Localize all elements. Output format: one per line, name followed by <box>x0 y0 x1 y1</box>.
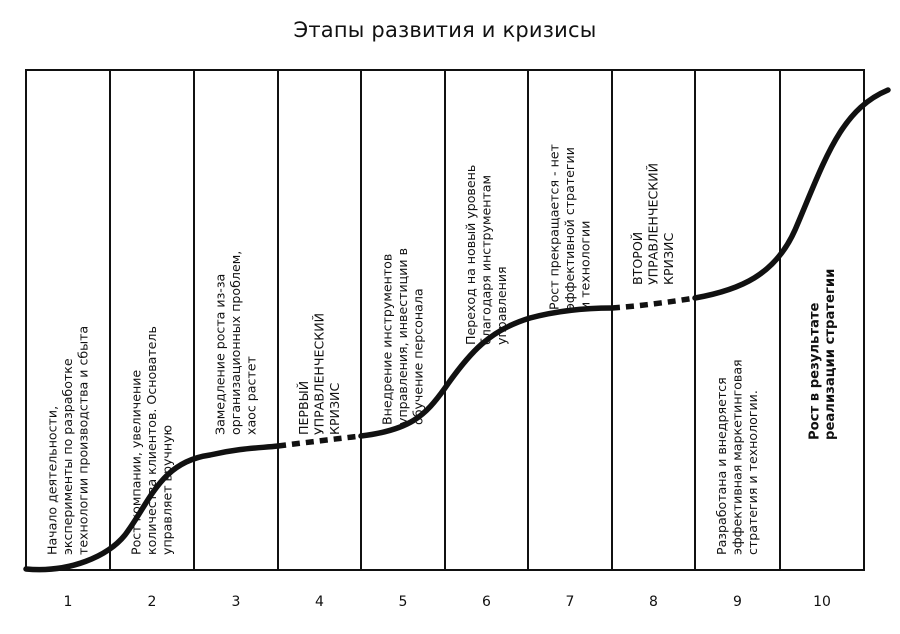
stage-5-line-1: Внедрение инструментов <box>380 254 395 425</box>
growth-curve-segment-1 <box>23 443 281 573</box>
stage-3-line-1: Замедление роста из-за <box>213 274 228 435</box>
stage-10-line-1: Рост в результате <box>807 302 822 440</box>
stage-5-line-2: управления, инвестиции в <box>395 248 410 425</box>
stage-number-8: 8 <box>649 594 658 610</box>
stage-8-line-1: ВТОРОЙ <box>630 232 645 285</box>
stage-9-line-1: Разработана и внедряется <box>714 377 729 555</box>
stage-column-10 <box>779 69 865 571</box>
stage-3-line-3: хаос растет <box>244 356 259 435</box>
stage-numbers: 1 2 3 4 5 6 7 8 9 10 <box>64 594 831 610</box>
stage-6-line-1: Переход на новый уровень <box>463 165 478 345</box>
growth-curve-segment-5 <box>692 87 891 301</box>
growth-curve-segment-3 <box>358 305 615 439</box>
stage-6-line-2: благодаря инструментам <box>479 175 494 345</box>
stage-number-10: 10 <box>813 594 831 610</box>
stage-4-line-2: УПРАВЛЕНЧЕСКИЙ <box>312 313 327 435</box>
growth-curve <box>23 87 891 573</box>
stage-number-6: 6 <box>482 594 491 610</box>
growth-curve-segment-4-crisis <box>611 295 696 311</box>
stage-1-line-1: Начало деятельности, <box>45 406 60 555</box>
stage-labels: Начало деятельности,эксперименты по разр… <box>45 144 838 555</box>
stage-5-line-3: обучение персонала <box>411 288 426 425</box>
stage-4-line-3: КРИЗИС <box>327 383 342 435</box>
stage-1-line-3: технологии производства и сбыта <box>76 326 91 555</box>
diagram-title: Этапы развития и кризисы <box>293 18 597 42</box>
stage-number-4: 4 <box>315 594 324 610</box>
stage-2-line-3: управляет вручную <box>160 425 175 555</box>
stage-number-7: 7 <box>566 594 575 610</box>
stage-2-line-2: количества клиентов. Основатель <box>144 326 159 555</box>
stage-4-line-1: ПЕРВЫЙ <box>296 381 311 435</box>
stage-1-line-2: эксперименты по разработке <box>60 358 75 555</box>
stage-9-line-3: стратегия и технологии. <box>745 390 760 555</box>
stage-3-line-2: организационных проблем, <box>228 251 243 435</box>
growth-curve-segment-2-crisis <box>277 433 362 449</box>
stage-7-line-2: эффективной стратегии <box>562 147 577 310</box>
stage-8-line-3: КРИЗИС <box>661 233 676 285</box>
stage-7-line-1: Рост прекращается - нет <box>547 144 562 310</box>
stage-number-2: 2 <box>148 594 157 610</box>
stage-number-9: 9 <box>733 594 742 610</box>
stage-9-line-2: эффективная маркетинговая <box>730 359 745 555</box>
stage-column-8 <box>611 69 696 571</box>
stage-number-1: 1 <box>64 594 73 610</box>
stage-column-7 <box>527 69 613 571</box>
stage-number-5: 5 <box>399 594 408 610</box>
stage-10-line-2: реализации стратегии <box>823 269 838 440</box>
stage-7-line-3: и технологии <box>578 221 593 310</box>
stage-number-3: 3 <box>232 594 241 610</box>
stage-8-line-2: УПРАВЛЕНЧЕСКИЙ <box>646 163 661 285</box>
